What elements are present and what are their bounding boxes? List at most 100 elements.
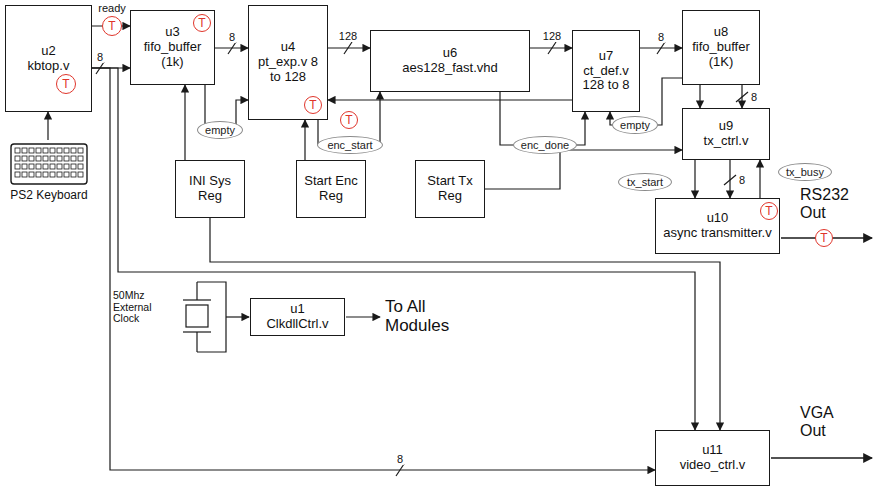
bus-width-label: 8 xyxy=(750,91,758,103)
output-label: To All Modules xyxy=(385,298,485,335)
signal-connector xyxy=(485,150,682,189)
register-box: INI Sys Reg xyxy=(175,160,245,218)
module-box: u3fifo_buffer (1k) T xyxy=(130,10,215,85)
trojan-marker: T xyxy=(102,16,122,36)
module-box: u1ClkdllCtrl.v xyxy=(250,298,345,336)
register-box: Start Enc Reg xyxy=(296,160,366,218)
signal-connector xyxy=(304,120,305,160)
signal-name: enc_start xyxy=(327,140,372,151)
node-text: INI Sys Reg xyxy=(180,174,240,204)
signal-name: empty xyxy=(620,120,650,131)
node-text: video_ctrl.v xyxy=(680,458,746,473)
node-text: fifo_buffer (1k) xyxy=(135,40,210,70)
signal-oval: enc_start xyxy=(317,136,383,154)
trojan-marker: T xyxy=(760,202,778,220)
node-text: ct_def.v 128 to 8 xyxy=(577,64,635,94)
bus-width-label: 8 xyxy=(738,174,746,186)
trojan-marker: T xyxy=(340,111,358,129)
node-text: ClkdllCtrl.v xyxy=(266,317,328,332)
node-text: u10 xyxy=(707,211,729,226)
signal-oval: empty xyxy=(197,121,243,139)
signal-connector xyxy=(328,99,572,100)
bus-width-label: 8 xyxy=(228,31,236,43)
bus-slash xyxy=(228,42,236,54)
node-text: aes128_fast.vhd xyxy=(402,61,497,76)
node-text: async transmitter.v xyxy=(663,226,771,241)
port-label: RS232 Out xyxy=(800,186,862,221)
trojan-marker: T xyxy=(56,74,76,94)
signal-connector xyxy=(694,160,695,198)
signal-oval: tx_start xyxy=(618,173,672,191)
node-text: PS2 Keyboard xyxy=(10,188,87,202)
bus-slash xyxy=(724,175,736,185)
signal-name: tx_busy xyxy=(786,167,824,178)
clock-wire xyxy=(226,316,249,317)
node-text: u7 xyxy=(599,49,613,64)
node-text: pt_exp.v 8 to 128 xyxy=(253,55,323,85)
signal-oval: tx_busy xyxy=(778,163,832,181)
bus-slash xyxy=(344,42,352,54)
vga-out-arrow xyxy=(771,457,872,458)
node-text: u4 xyxy=(281,40,295,55)
module-box: u8fifo_buffer (1K) xyxy=(682,10,760,85)
bus-width-label: 128 xyxy=(338,30,358,42)
bus-width-label: ready xyxy=(97,2,127,14)
bus-width-label: 8 xyxy=(96,51,104,63)
bus-slash xyxy=(548,42,556,54)
bus-width-label: 128 xyxy=(542,30,562,42)
module-box: u9tx_ctrl.v xyxy=(682,108,770,160)
trojan-marker: T xyxy=(815,229,833,247)
node-text: u9 xyxy=(719,119,733,134)
trojan-marker: T xyxy=(304,96,322,114)
signal-oval: empty xyxy=(612,116,658,134)
module-box: u10async transmitter.v T xyxy=(655,198,780,254)
clock-label: 50Mhz External Clock xyxy=(113,290,173,325)
keyboard-icon: PS2 Keyboard xyxy=(5,140,93,215)
module-box: u6aes128_fast.vhd xyxy=(370,30,530,92)
trojan-marker: T xyxy=(193,14,211,32)
signal-connector xyxy=(759,160,760,198)
port-label: VGA Out xyxy=(800,404,862,439)
signal-connector xyxy=(92,68,695,430)
bus-width-label: 8 xyxy=(657,31,665,43)
bus-slash xyxy=(736,92,748,102)
node-text: u2 xyxy=(41,44,55,59)
node-text: tx_ctrl.v xyxy=(704,134,749,149)
module-box: u7ct_def.v 128 to 8 xyxy=(572,30,640,112)
clock-out-arrow xyxy=(346,316,380,317)
module-box: u11video_ctrl.v xyxy=(655,430,770,486)
crystal-symbol xyxy=(183,282,226,352)
signal-connector xyxy=(184,85,185,160)
trojan-letter: T xyxy=(345,114,352,126)
node-text: u8 xyxy=(714,25,728,40)
signal-name: empty xyxy=(205,125,235,136)
node-text: Start Enc Reg xyxy=(301,174,361,204)
node-text: kbtop.v xyxy=(28,59,70,74)
module-box: u2kbtop.vT xyxy=(5,5,92,112)
register-box: Start Tx Reg xyxy=(415,160,485,218)
bus-slash xyxy=(657,42,665,54)
node-text: u3 xyxy=(165,25,179,40)
node-text: fifo_buffer (1K) xyxy=(687,40,755,70)
signal-connector xyxy=(699,85,700,108)
node-text: u6 xyxy=(443,46,457,61)
signal-name: tx_start xyxy=(627,177,663,188)
trojan-letter: T xyxy=(108,20,115,32)
trojan-letter: T xyxy=(820,232,827,244)
bus-slash xyxy=(396,464,404,476)
signal-connector xyxy=(210,218,720,430)
trojan-letter: T xyxy=(62,78,69,90)
bus-width-label: 8 xyxy=(396,453,404,465)
node-text: u1 xyxy=(290,302,304,317)
trojan-letter: T xyxy=(309,99,316,111)
signal-oval: enc_done xyxy=(513,136,577,154)
module-box: u4pt_exp.v 8 to 128T xyxy=(248,5,328,120)
signal-connector xyxy=(47,112,48,140)
signal-name: enc_done xyxy=(521,140,569,151)
trojan-letter: T xyxy=(765,205,772,217)
signal-connector xyxy=(92,68,655,470)
keyboard-drawing xyxy=(9,140,89,188)
node-text: u11 xyxy=(702,443,723,458)
